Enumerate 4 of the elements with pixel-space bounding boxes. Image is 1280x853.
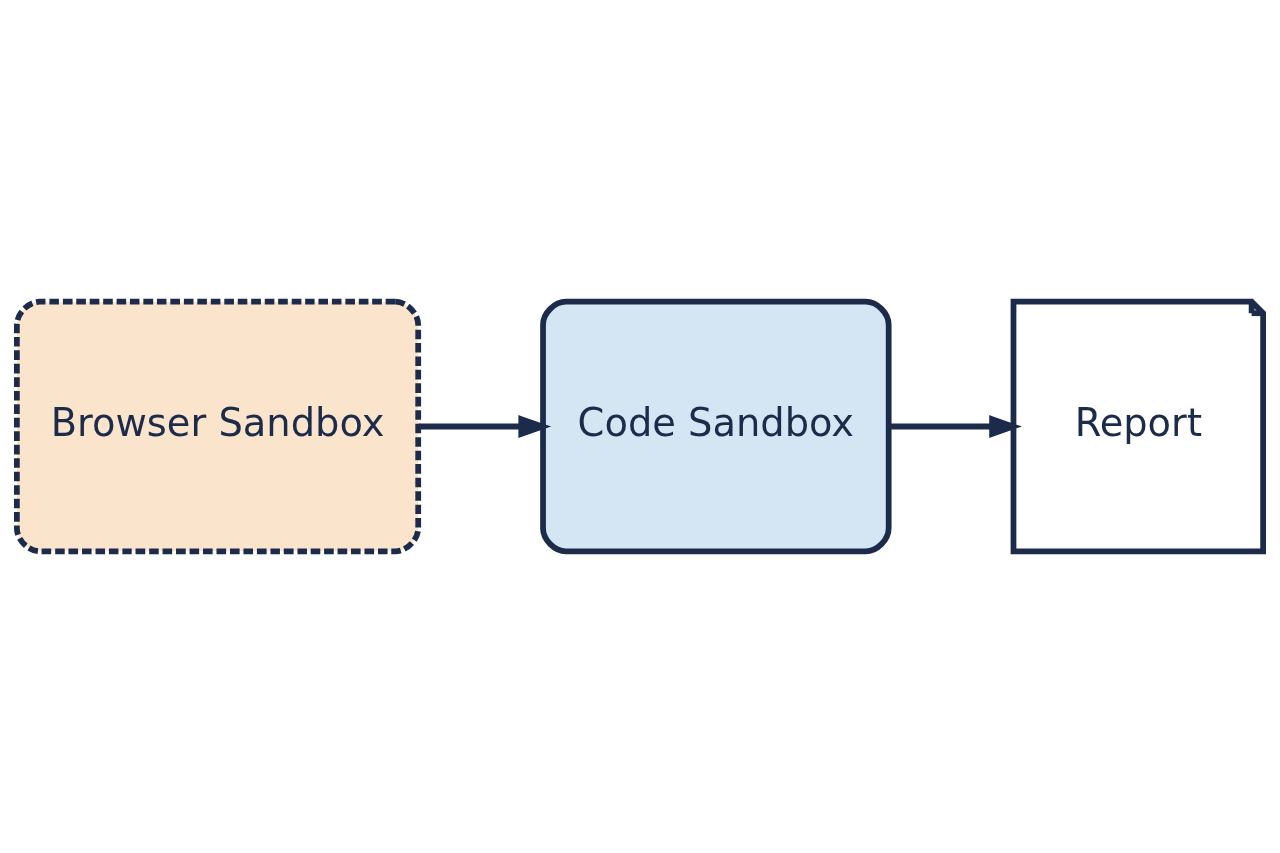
- arrow: [418, 415, 552, 438]
- node-box: Code Sandbox: [540, 298, 892, 555]
- node-box: Browser Sandbox: [14, 298, 422, 555]
- arrow: [889, 415, 1022, 438]
